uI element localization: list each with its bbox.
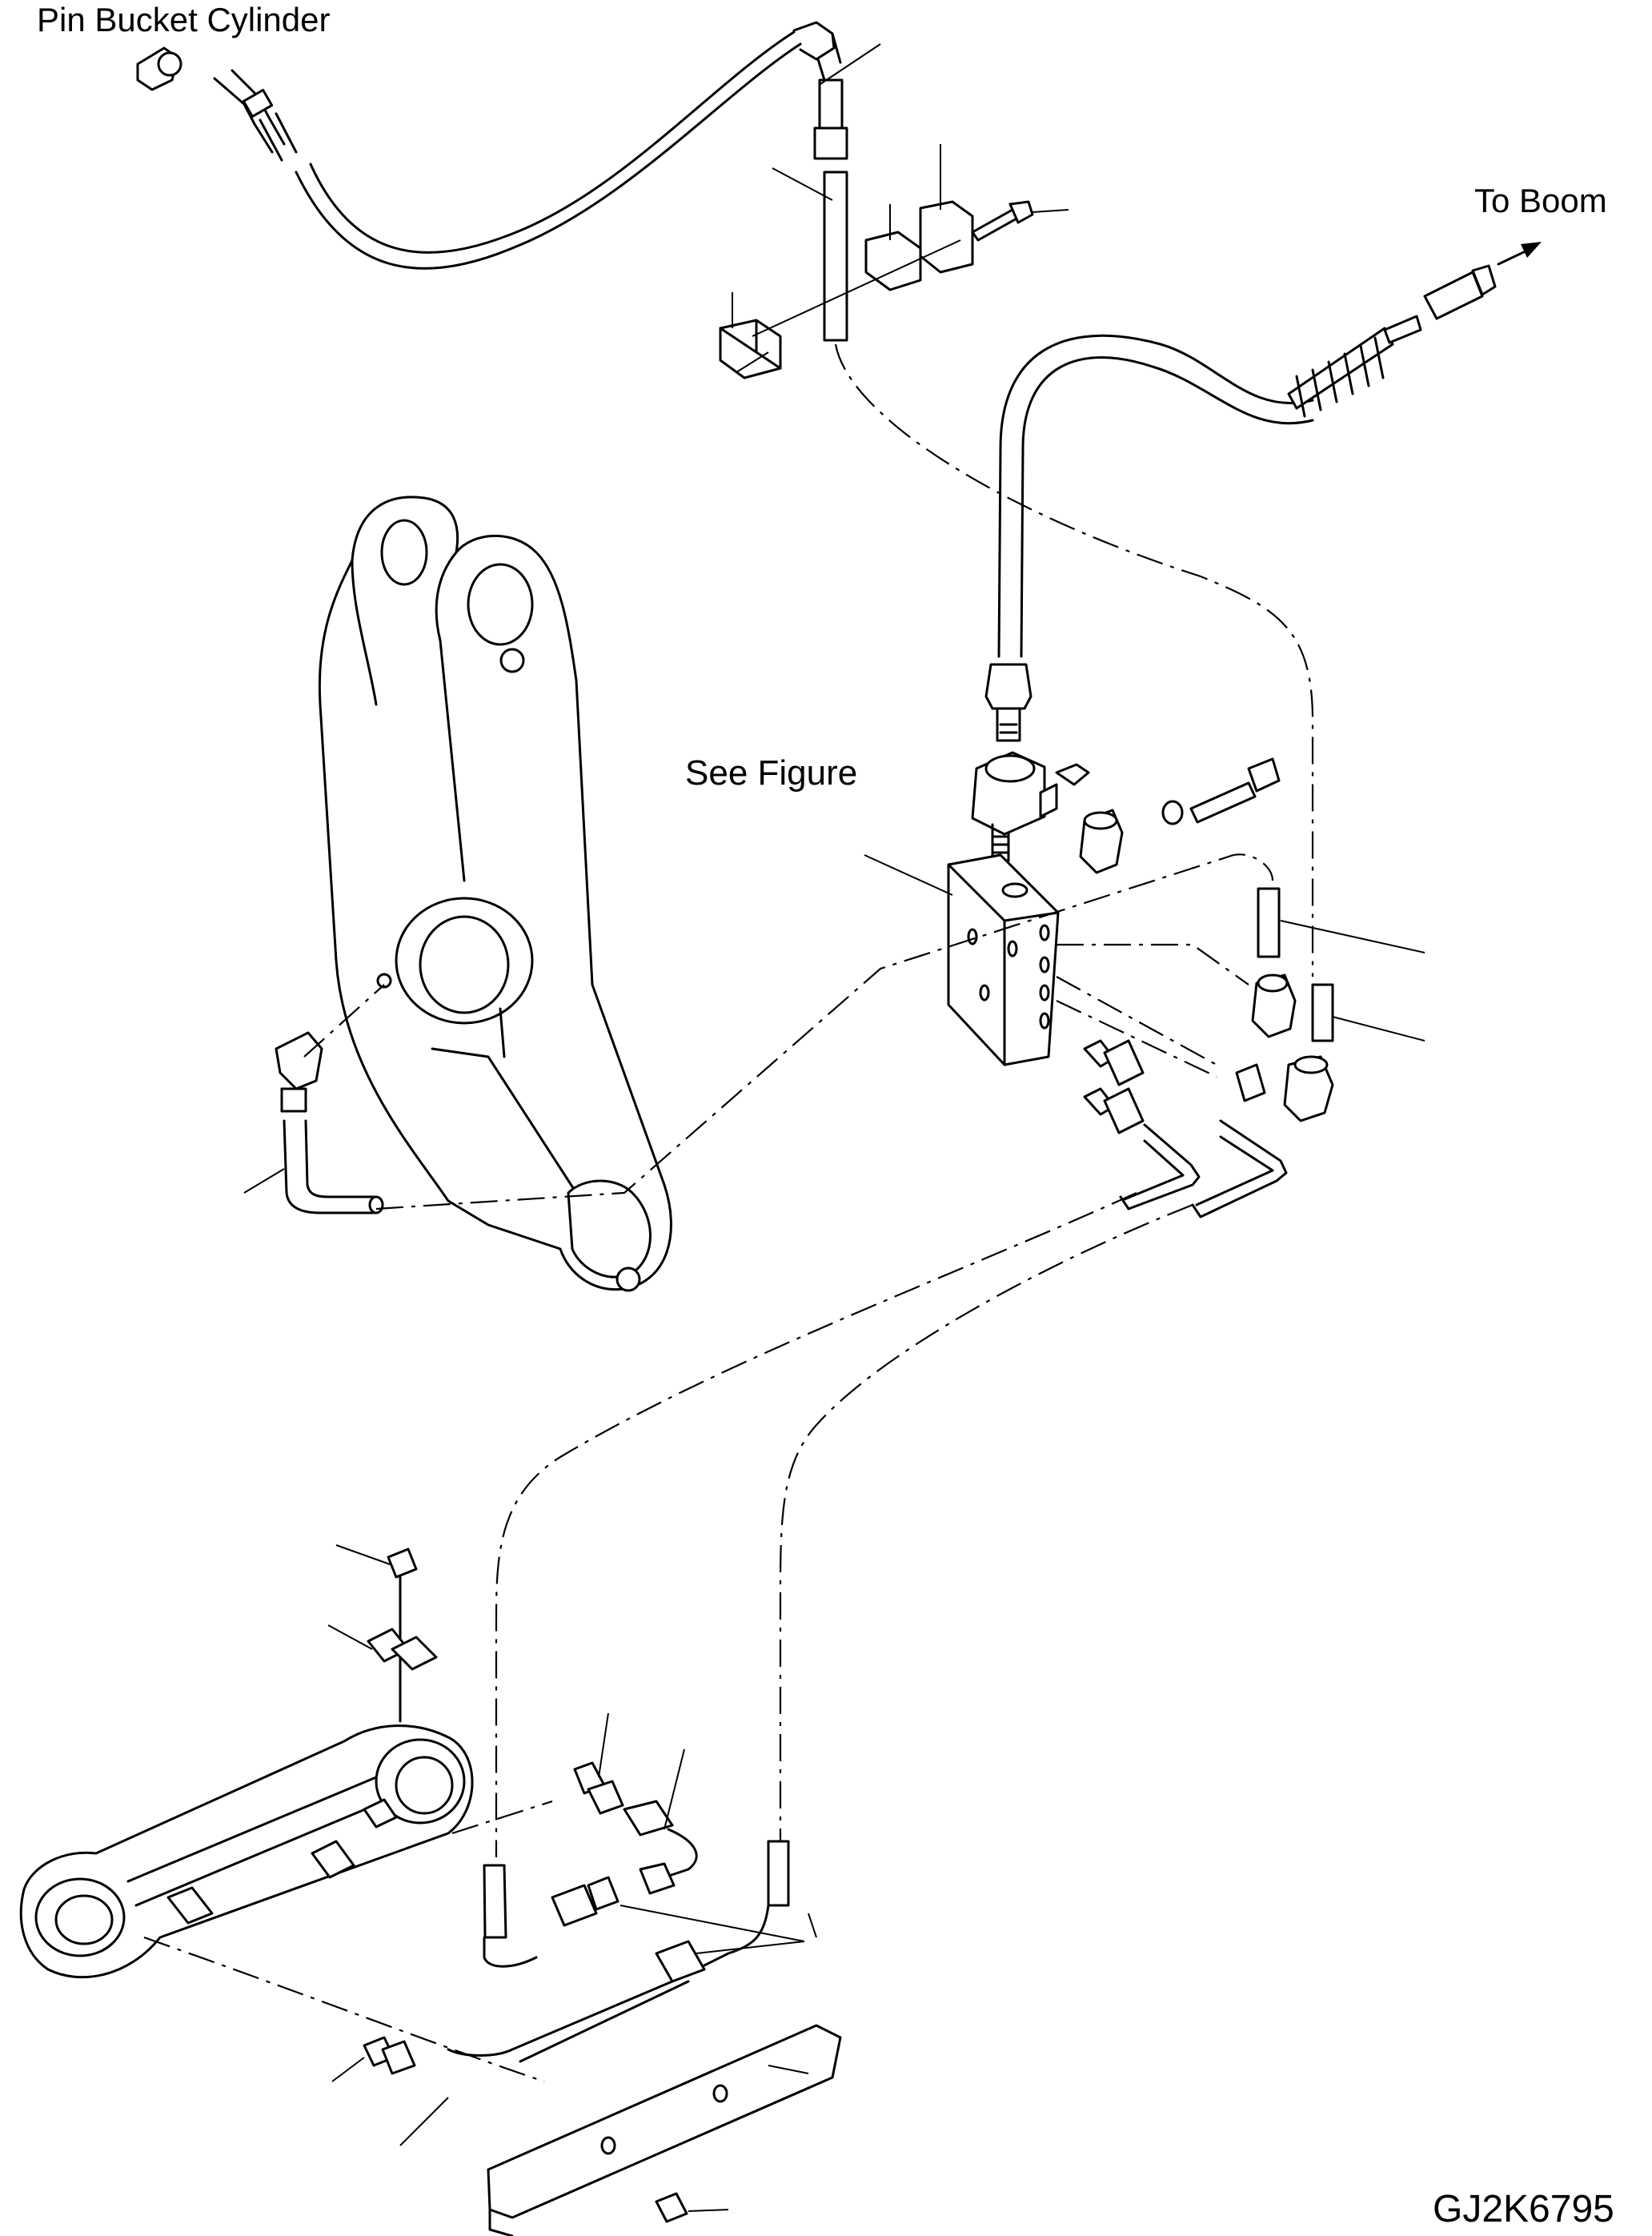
bucket-cylinder-hose [136,21,881,270]
left-elbow-pipe [243,1031,384,1214]
tee-fitting [971,663,1090,862]
leader-line [620,1905,805,1942]
valve-block [864,853,1060,1066]
boom-hose [997,242,1542,658]
elbow-fitting-1 [1079,809,1124,874]
to-boom-label: To Boom [1474,182,1607,219]
lower-connectors [1083,1039,1288,1218]
clamp-bolt [971,200,1069,242]
right-tubes [1235,887,1425,1122]
leader-line [664,1748,685,1830]
mounting-bracket [487,2024,842,2236]
leader-line [598,1712,609,1778]
tube-clamp-lower [719,292,782,379]
vertical-tube-top [772,167,848,342]
link-clamp [327,1544,438,1723]
phantom-routing-lines [143,343,1314,2083]
leader-line [808,1913,817,1938]
leader-line [768,2065,809,2074]
see-figure-label: See Figure [685,753,858,793]
lower-tubes [331,1761,790,2146]
drawing-code-label: GJ2K6795 [1433,2188,1614,2230]
leader-line [696,1941,805,1954]
block-bolt [1161,757,1281,825]
tube-clamp-upper [864,144,974,291]
bell-crank [318,496,672,1292]
link-arm [19,1724,474,1979]
pin-bucket-cylinder-label: Pin Bucket Cylinder [37,1,331,38]
